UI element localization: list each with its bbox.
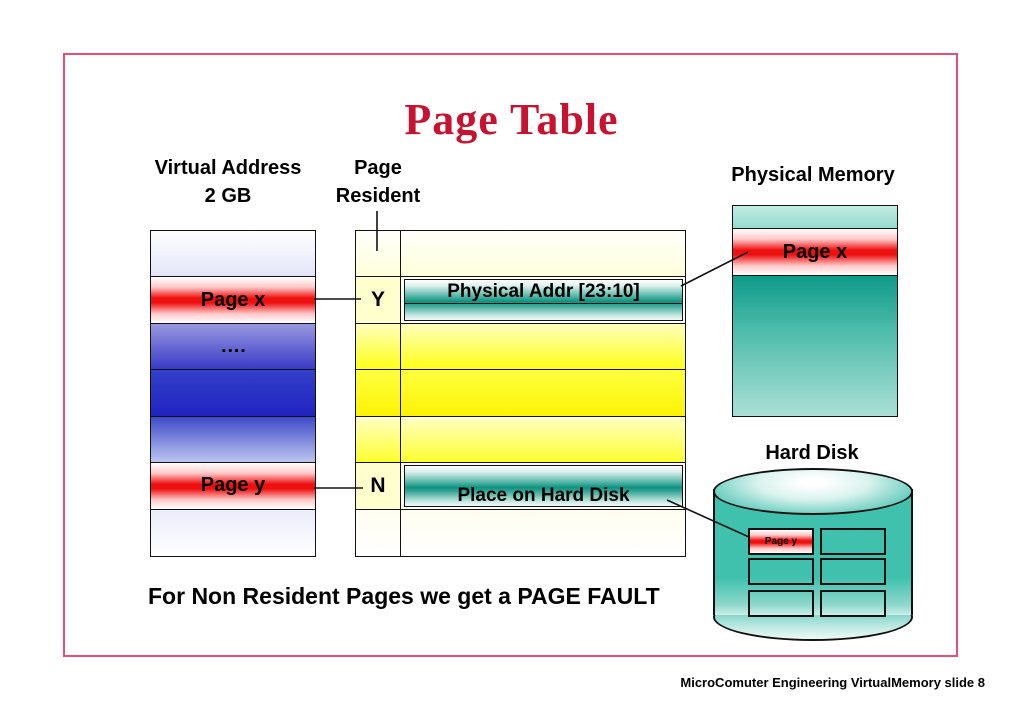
page-resident-label: Page Resident <box>326 154 430 210</box>
table-row <box>356 323 685 371</box>
resident-entry-row: Y Physical Addr [23:10] <box>356 277 685 324</box>
slide-frame <box>63 53 958 657</box>
table-row <box>151 416 315 464</box>
memory-strip <box>733 206 897 228</box>
dots-label: …. <box>220 335 246 358</box>
virtual-address-label-line2: 2 GB <box>204 185 252 207</box>
disk-block <box>820 528 886 555</box>
page-y-block: Page y <box>748 528 814 555</box>
hard-disk-label: Hard Disk <box>765 442 859 464</box>
page-x-row: Page x <box>151 277 315 324</box>
page-x-label: Page x <box>200 288 266 311</box>
physical-memory-box: Page x <box>732 205 898 417</box>
page-resident-label-line2: Resident <box>335 185 421 207</box>
disk-block <box>820 558 886 585</box>
page-y-block-label: Page y <box>764 536 798 547</box>
page-resident-label-line1: Page <box>354 157 402 179</box>
physical-memory-page-x-label: Page x <box>782 240 848 263</box>
page-table: Y Physical Addr [23:10] N Place <box>355 230 686 557</box>
hard-disk-entry: Place on Hard Disk <box>404 465 683 507</box>
table-row <box>356 416 685 464</box>
memory-area <box>733 276 897 416</box>
resident-flag-n: N <box>356 463 401 509</box>
table-row <box>151 231 315 278</box>
virtual-address-table: Page x …. Page y <box>150 230 316 557</box>
slide-footer: MicroComuter Engineering VirtualMemory s… <box>680 675 985 690</box>
page-fault-caption: For Non Resident Pages we get a PAGE FAU… <box>148 583 660 609</box>
table-row <box>356 509 685 556</box>
table-row <box>151 370 315 417</box>
virtual-address-label-line1: Virtual Address <box>154 157 302 179</box>
hard-disk-entry-label: Place on Hard Disk <box>457 485 630 507</box>
hard-disk-cylinder: Page y <box>713 468 913 641</box>
physical-addr-label: Physical Addr [23:10] <box>405 280 682 305</box>
physical-addr-entry: Physical Addr [23:10] <box>404 279 683 321</box>
table-row <box>151 509 315 556</box>
table-row <box>356 231 685 278</box>
physical-memory-page-x-frame: Page x <box>733 228 897 276</box>
virtual-address-label: Virtual Address 2 GB <box>118 154 338 210</box>
resident-flag-y: Y <box>356 277 401 323</box>
page-y-label: Page y <box>200 474 266 497</box>
disk-block <box>748 558 814 585</box>
cylinder-top-ellipse <box>713 468 913 515</box>
page-y-row: Page y <box>151 463 315 510</box>
disk-block <box>820 590 886 617</box>
disk-block <box>748 590 814 617</box>
physical-memory-label: Physical Memory <box>731 164 895 186</box>
page-title: Page Table <box>404 95 619 144</box>
dots-row: …. <box>151 323 315 371</box>
table-row <box>356 370 685 417</box>
non-resident-entry-row: N Place on Hard Disk <box>356 463 685 510</box>
